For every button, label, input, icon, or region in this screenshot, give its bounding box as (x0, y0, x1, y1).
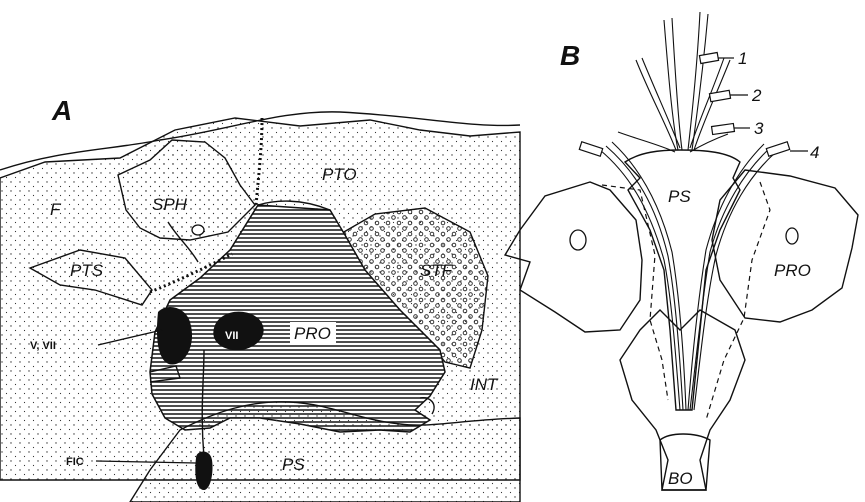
label-pro: PRO (294, 324, 331, 343)
label-stf: STF (420, 261, 454, 280)
panel-b: B 1 2 3 4 PS PRO BO (505, 12, 858, 490)
process-outline-right (712, 170, 858, 322)
label-2: 2 (751, 86, 762, 105)
label-4: 4 (810, 143, 819, 162)
label-ps-b: PS (668, 187, 691, 206)
label-ps-a: PS (282, 455, 305, 474)
dashed-outline-left (602, 185, 668, 400)
process-outline-left (505, 182, 642, 332)
label-fic: FIC (66, 456, 84, 468)
label-vii: VII (225, 330, 238, 342)
panel-a-letter: A (51, 95, 72, 126)
label-3: 3 (754, 119, 764, 138)
dashed-outline-right (706, 182, 770, 420)
label-pto: PTO (322, 165, 357, 184)
label-v-vii: V, VII (30, 340, 56, 352)
label-bo: BO (668, 469, 693, 488)
label-1: 1 (738, 49, 747, 68)
label-pts: PTS (70, 261, 104, 280)
label-pro-b: PRO (774, 261, 811, 280)
label-int: INT (470, 375, 499, 394)
panel-b-letter: B (560, 40, 580, 71)
panel-a: A F SPH PTO PTS STF VII PRO V, VII INT F… (0, 95, 520, 502)
label-f: F (50, 200, 62, 219)
label-sph: SPH (152, 195, 188, 214)
